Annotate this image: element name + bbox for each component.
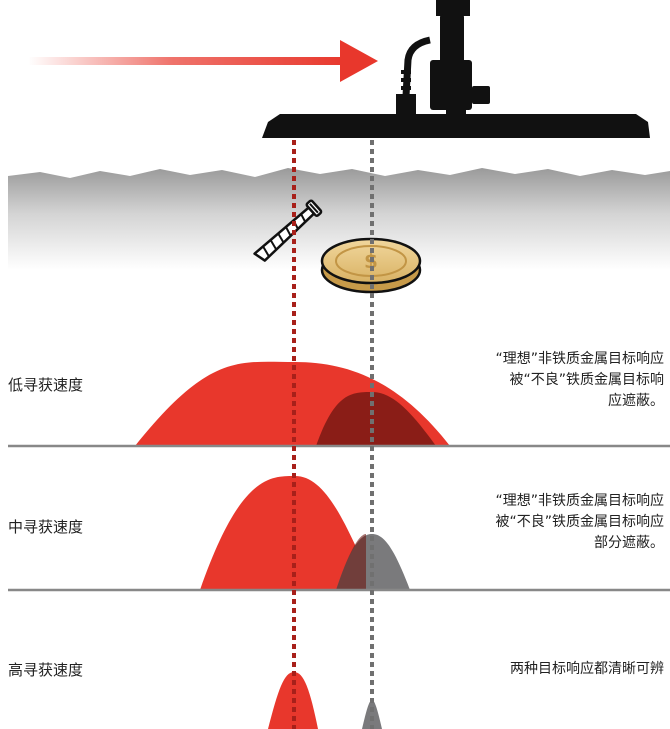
low-speed-note: “理想”非铁质金属目标响应 被“不良”铁质金属目标响 应遮蔽。 [414,349,664,412]
response-high-speed [268,672,382,729]
soil-layer [8,168,670,270]
ferrous-response-curve [316,392,436,446]
medium-speed-label: 中寻获速度 [8,518,84,536]
metal-detector-coil [262,0,650,138]
high-speed-note: 两种目标响应都清晰可辨 [414,659,664,680]
note-line: “理想”非铁质金属目标响应 [495,493,664,509]
note-line: “理想”非铁质金属目标响应 [495,351,664,367]
screw-icon [253,199,323,262]
low-speed-label: 低寻获速度 [8,376,84,394]
sweep-direction-arrow [28,40,378,82]
nonferrous-response-curve [200,475,375,590]
response-medium-speed [8,475,670,592]
note-line: 被“不良”铁质金属目标响应 [495,514,664,530]
ferrous-response-curve [362,700,382,729]
overlap-region [336,534,366,590]
high-speed-label: 高寻获速度 [8,661,84,679]
note-line: 两种目标响应都清晰可辨 [510,661,664,677]
note-line: 被“不良”铁质金属目标响 [509,372,664,388]
note-line: 应遮蔽。 [608,393,664,409]
medium-speed-note: “理想”非铁质金属目标响应 被“不良”铁质金属目标响应 部分遮蔽。 [414,491,664,554]
note-line: 部分遮蔽。 [594,535,664,551]
